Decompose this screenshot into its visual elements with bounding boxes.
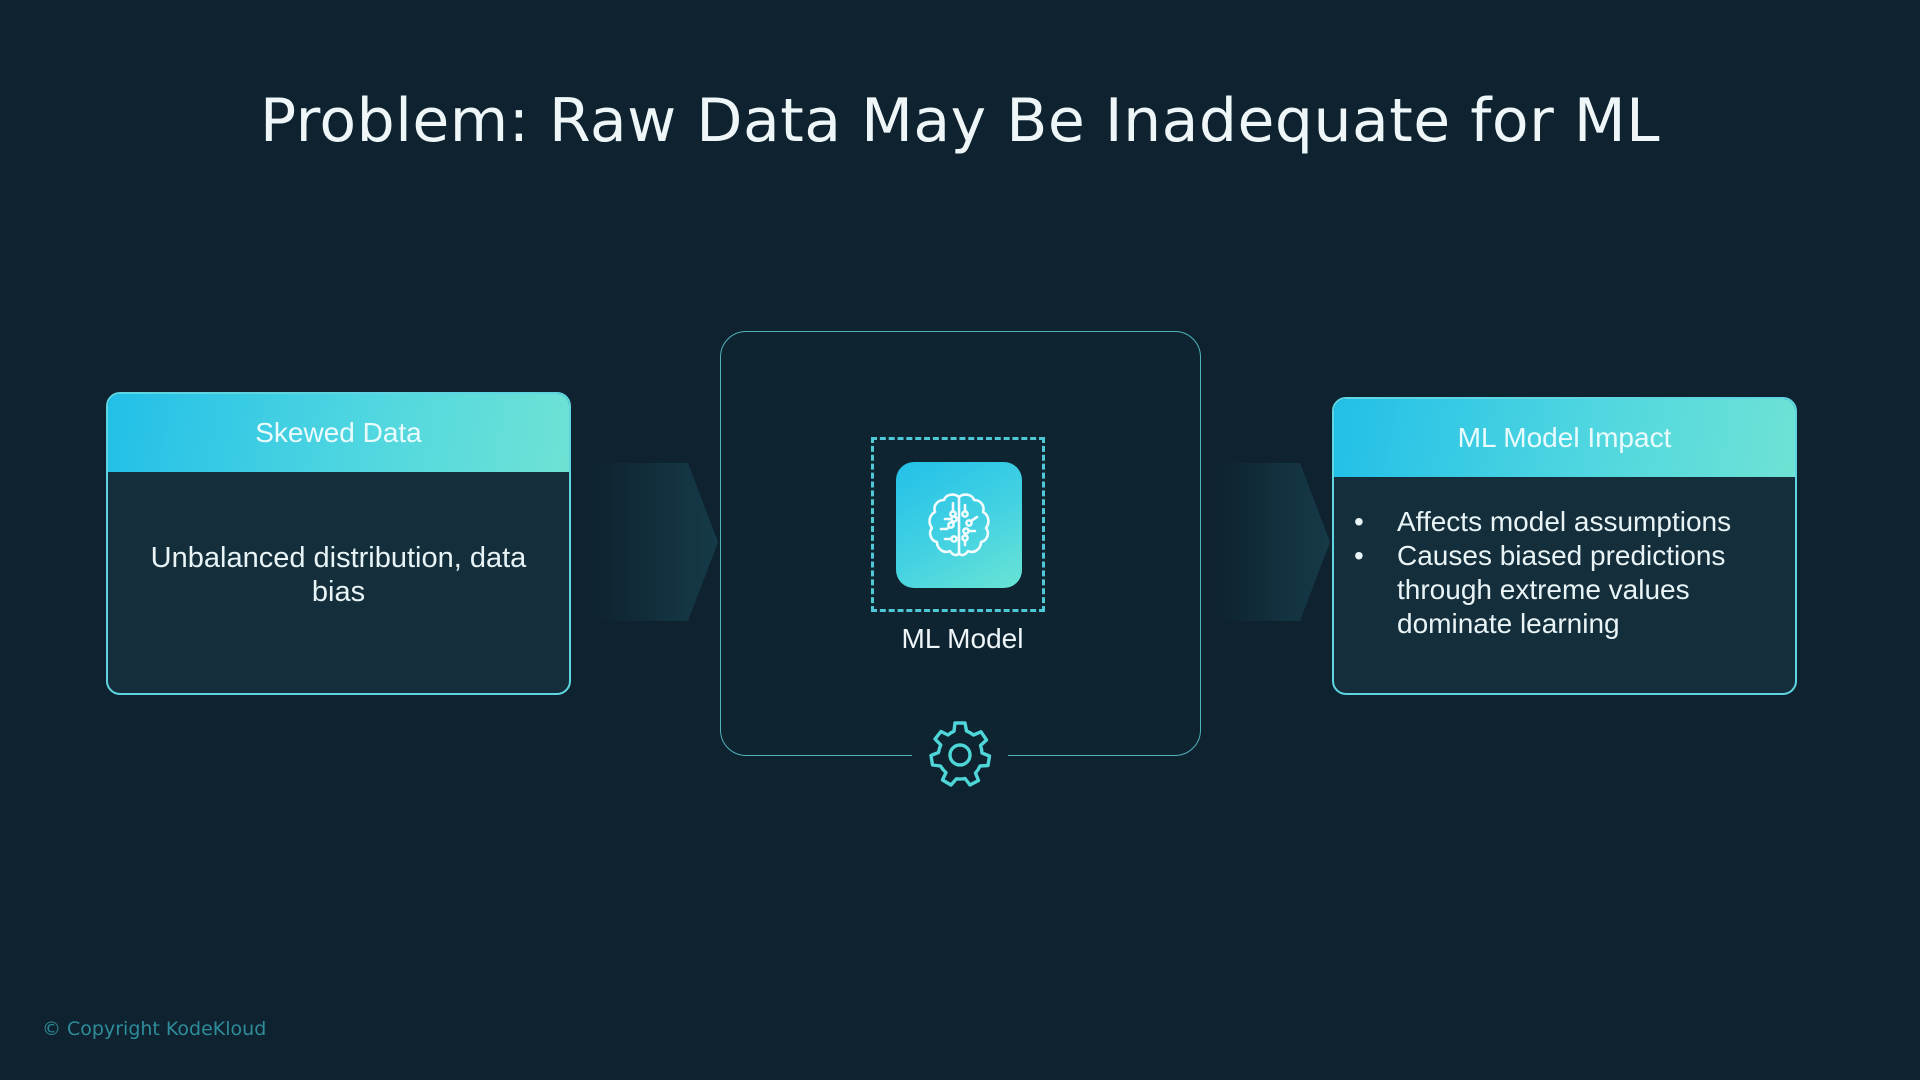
impact-bullet-text: Affects model assumptions xyxy=(1397,506,1732,537)
ml-model-icon-tile xyxy=(896,462,1022,588)
bullet-icon: • xyxy=(1354,540,1364,571)
skewed-data-card-header: Skewed Data xyxy=(108,394,569,472)
impact-bullet-item: • Causes biased predictions through extr… xyxy=(1354,539,1775,641)
bullet-icon: • xyxy=(1354,506,1364,537)
impact-bullet-text: Causes biased predictions through extrem… xyxy=(1397,540,1726,639)
impact-bullet-list: • Affects model assumptions • Causes bia… xyxy=(1334,477,1795,641)
skewed-data-card-body: Unbalanced distribution, data bias xyxy=(108,472,569,677)
gear-border-gap xyxy=(912,745,1008,765)
copyright-footer: © Copyright KodeKloud xyxy=(42,1018,267,1040)
flow-arrow-right-icon xyxy=(588,463,718,621)
impact-bullet-item: • Affects model assumptions xyxy=(1354,505,1775,539)
skewed-data-card: Skewed Data Unbalanced distribution, dat… xyxy=(106,392,571,695)
flow-arrow-right-icon xyxy=(1210,463,1330,621)
skewed-data-description: Unbalanced distribution, data bias xyxy=(150,541,527,608)
ml-model-impact-card-header: ML Model Impact xyxy=(1334,399,1795,477)
ml-model-dashed-frame xyxy=(871,437,1045,612)
ml-model-label: ML Model xyxy=(901,623,1024,654)
gear-icon xyxy=(929,721,992,787)
ml-model-impact-card: ML Model Impact • Affects model assumpti… xyxy=(1332,397,1797,695)
brain-circuit-icon xyxy=(928,493,990,557)
slide-title: Problem: Raw Data May Be Inadequate for … xyxy=(259,86,1661,156)
